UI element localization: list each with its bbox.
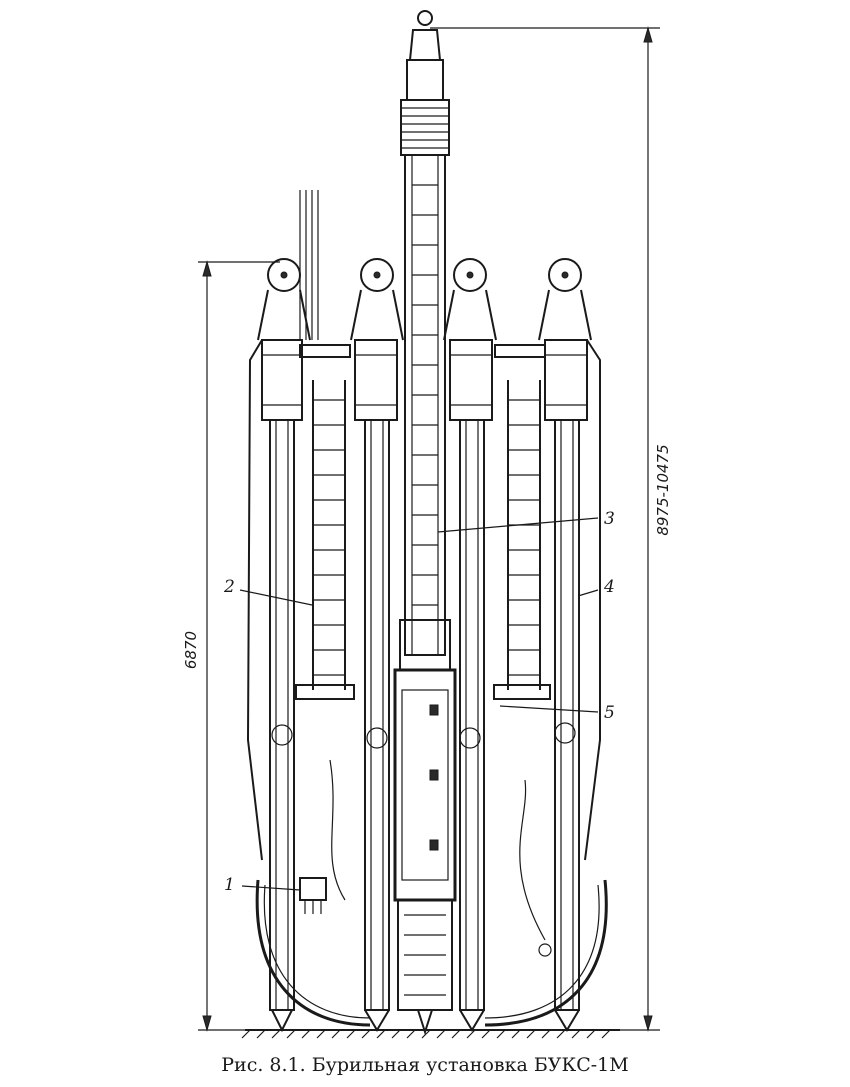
callout-2: 2 — [223, 577, 235, 597]
drill-column-4 — [538, 258, 592, 1032]
hoses — [329, 759, 552, 957]
rear-guide-rails — [299, 190, 319, 340]
dimension-overall-height: 8975-10475 — [430, 26, 672, 1032]
outer-frame — [246, 339, 601, 861]
dimension-overall-label: 8975-10475 — [654, 444, 672, 535]
callouts: 1 2 3 4 5 — [223, 509, 615, 895]
drill-column-2 — [350, 258, 404, 1032]
dimension-column-height: 6870 — [182, 260, 280, 1032]
figure-caption: Рис. 8.1. Бурильная установка БУКС-1М — [221, 1054, 629, 1076]
cross-beams — [295, 344, 551, 700]
drill-column-1 — [257, 258, 311, 1033]
callout-3: 3 — [604, 509, 615, 529]
central-mast — [393, 10, 457, 1036]
dimension-column-label: 6870 — [182, 631, 200, 669]
callout-4: 4 — [603, 577, 615, 597]
ground-line — [241, 1029, 620, 1039]
ladder-left — [312, 380, 346, 690]
base-skids — [255, 879, 608, 1027]
control-block — [299, 877, 327, 914]
ladder-right — [507, 380, 541, 690]
drill-column-3 — [443, 258, 497, 1032]
callout-5: 5 — [604, 703, 615, 723]
callout-1: 1 — [224, 875, 235, 895]
